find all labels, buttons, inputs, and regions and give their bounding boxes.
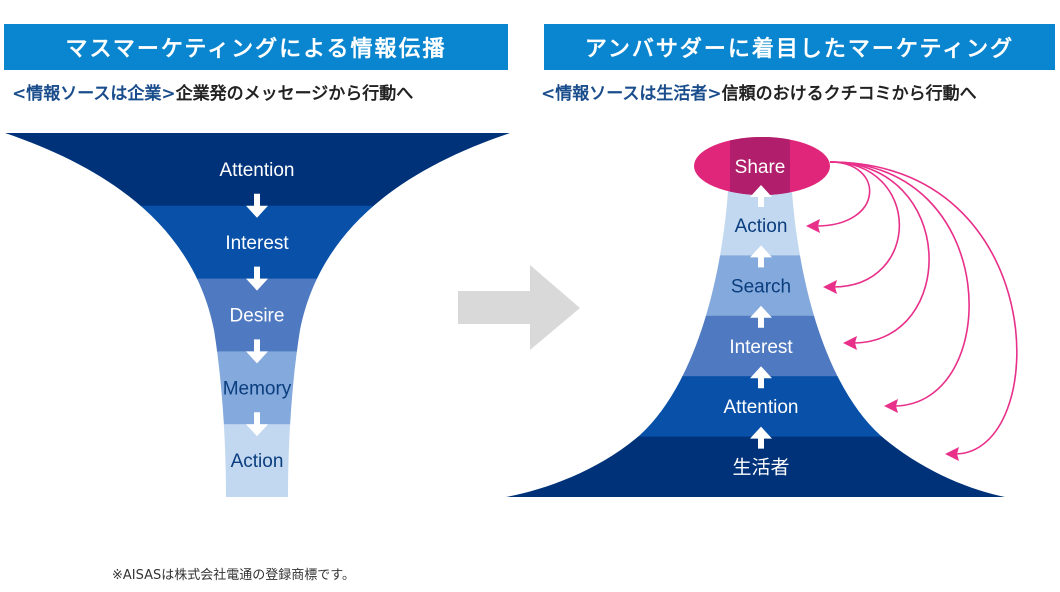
mountain-label-3: Attention [724, 397, 799, 418]
feedback-curve-Attention [829, 161, 970, 407]
feedback-curve-生活者 [829, 161, 1018, 455]
mountain-label-0: Action [735, 216, 788, 237]
down-arrow-icon [246, 412, 268, 437]
mountain-label-4: 生活者 [732, 457, 789, 479]
funnel-label-action: Action [231, 451, 284, 472]
feedback-arrowhead-icon [843, 336, 857, 350]
feedback-arrowhead-icon [945, 447, 959, 461]
funnel-label-memory: Memory [223, 378, 292, 399]
up-arrow-icon [750, 305, 772, 328]
footnote: ※AISASは株式会社電通の登録商標です。 [112, 568, 355, 583]
mountain-label-1: Search [731, 276, 791, 297]
feedback-arrowhead-icon [806, 219, 820, 233]
share-overlap-column [730, 137, 790, 195]
up-arrow-icon [750, 366, 772, 389]
left-panel-subtitle: <情報ソースは企業>企業発のメッセージから行動へ [12, 79, 413, 104]
right-subtitle-desc: 信頼のおけるクチコミから行動へ [721, 84, 977, 104]
down-arrow-icon [246, 266, 268, 291]
up-arrow-icon [750, 185, 772, 207]
mountain-up-arrows [750, 185, 772, 449]
up-arrow-icon [750, 426, 772, 449]
share-feedback-arrows [806, 161, 1018, 461]
right-panel-subtitle: <情報ソースは生活者>信頼のおけるクチコミから行動へ [541, 79, 977, 104]
left-subtitle-tag: <情報ソースは企業> [12, 84, 176, 104]
right-panel-title: アンバサダーに着目したマーケティング [544, 24, 1055, 70]
feedback-arrowhead-icon [884, 399, 898, 413]
mountain-label-2: Interest [729, 337, 793, 358]
funnel-label-interest: Interest [225, 233, 289, 254]
feedback-curve-Search [829, 161, 901, 288]
left-panel-title: マスマーケティングによる情報伝播 [4, 24, 508, 70]
funnel-label-desire: Desire [230, 306, 285, 327]
transition-arrow-icon [458, 265, 580, 350]
left-subtitle-desc: 企業発のメッセージから行動へ [175, 84, 414, 104]
down-arrow-icon [246, 339, 268, 364]
funnel-label-attention: Attention [220, 160, 295, 181]
up-arrow-icon [750, 245, 772, 268]
feedback-curve-Action [815, 161, 871, 227]
feedback-arrowhead-icon [823, 280, 837, 294]
feedback-curve-Interest [829, 161, 930, 344]
down-arrow-icon [246, 193, 268, 218]
share-label: Share [735, 157, 786, 178]
funnel-down-arrows [246, 193, 268, 437]
right-subtitle-tag: <情報ソースは生活者> [541, 84, 722, 104]
